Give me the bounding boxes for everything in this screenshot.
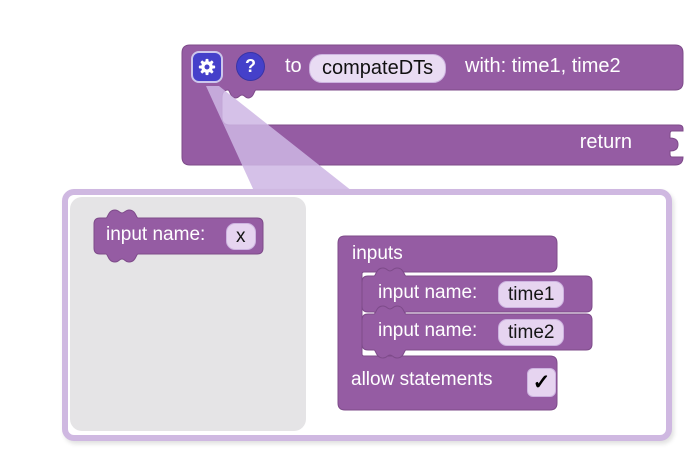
input-name-label: input name: <box>378 320 478 341</box>
gear-icon <box>198 58 216 76</box>
question-mark-icon: ? <box>245 56 256 76</box>
input-name-block-row[interactable]: input name: time1 <box>361 267 593 321</box>
input-name-value-field[interactable]: time2 <box>498 319 565 346</box>
flyout-input-name-block[interactable]: input name: x <box>93 209 264 263</box>
help-button[interactable]: ? <box>236 52 265 81</box>
checkmark-icon: ✓ <box>532 371 551 394</box>
input-name-label: input name: <box>378 282 478 303</box>
input-name-value-field[interactable]: x <box>226 223 256 250</box>
input-name-value-field[interactable]: time1 <box>498 281 565 308</box>
input-name-label: input name: <box>106 224 206 245</box>
procedure-block-shape[interactable] <box>181 44 684 166</box>
allow-statements-label: allow statements <box>351 369 493 390</box>
mutator-dialog: input name: x inputs input name: time1 i… <box>62 189 672 441</box>
mutator-gear-button[interactable] <box>191 51 223 83</box>
inputs-title-label: inputs <box>352 243 403 264</box>
inputs-block[interactable]: inputs <box>337 235 558 411</box>
procedure-definition-block[interactable]: ? to compateDTs with: time1, time2 retur… <box>181 44 684 166</box>
to-label: to <box>285 55 302 77</box>
return-label: return <box>579 131 632 153</box>
input-name-block-row[interactable]: input name: time2 <box>361 305 593 359</box>
allow-statements-checkbox[interactable]: ✓ <box>527 368 556 397</box>
inputs-block-shape[interactable] <box>337 235 558 411</box>
procedure-name-field[interactable]: compateDTs <box>309 54 447 83</box>
input-name-block-shape[interactable] <box>93 209 264 263</box>
params-label: with: time1, time2 <box>465 55 621 77</box>
